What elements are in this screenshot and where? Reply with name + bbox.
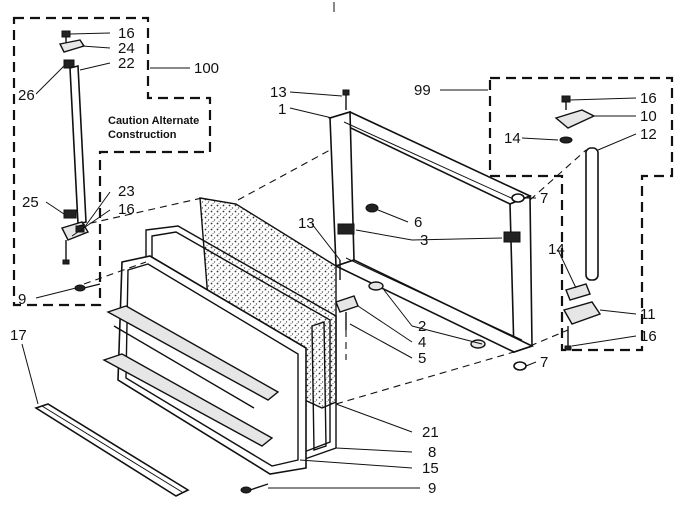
- callout-21: 21: [422, 424, 439, 441]
- callout-100: 100: [194, 60, 219, 77]
- callout-16: 16: [640, 90, 657, 107]
- callout-26: 26: [18, 87, 35, 104]
- caution-line-2: Construction: [108, 129, 177, 141]
- leader-lines: [21, 32, 637, 489]
- caution-note: Caution Alternate Construction: [108, 115, 199, 141]
- callout-17: 17: [10, 327, 27, 344]
- callout-13: 13: [298, 215, 315, 232]
- callout-2: 2: [418, 318, 426, 335]
- callout-10: 10: [640, 108, 657, 125]
- callout-3: 3: [420, 232, 428, 249]
- callout-24: 24: [118, 40, 135, 57]
- callout-labels: 16 24 22 26 100 25 23 16 9 17 13 1 99 16…: [10, 25, 657, 497]
- caution-line-1: Caution Alternate: [108, 115, 199, 127]
- callout-5: 5: [418, 350, 426, 367]
- callout-7: 7: [540, 354, 548, 371]
- callout-12: 12: [640, 126, 657, 143]
- door-frame-assembly: [327, 89, 535, 371]
- screws-9: [74, 283, 269, 494]
- callout-16: 16: [640, 328, 657, 345]
- callout-6: 6: [414, 214, 422, 231]
- callout-22: 22: [118, 55, 135, 72]
- callout-23: 23: [118, 183, 135, 200]
- callout-1: 1: [278, 101, 286, 118]
- callout-14: 14: [504, 130, 521, 147]
- alternate-construction-box: [12, 16, 212, 307]
- callout-16: 16: [118, 25, 135, 42]
- callout-9: 9: [428, 480, 436, 497]
- callout-7: 7: [540, 190, 548, 207]
- callout-4: 4: [418, 334, 426, 351]
- door-panel: [102, 255, 307, 475]
- gasket-strip: [34, 403, 190, 497]
- callout-16: 16: [118, 201, 135, 218]
- callout-9: 9: [18, 291, 26, 308]
- callout-99: 99: [414, 82, 431, 99]
- hinge-kit-box: [488, 76, 674, 352]
- alignment-lines: [77, 149, 587, 405]
- callout-13: 13: [270, 84, 287, 101]
- callout-25: 25: [22, 194, 39, 211]
- callout-8: 8: [428, 444, 436, 461]
- right-hinge-parts: [554, 95, 602, 351]
- callout-11: 11: [640, 306, 656, 323]
- callout-14: 14: [548, 241, 565, 258]
- callout-15: 15: [422, 460, 439, 477]
- alternate-hinge-parts: [58, 30, 90, 265]
